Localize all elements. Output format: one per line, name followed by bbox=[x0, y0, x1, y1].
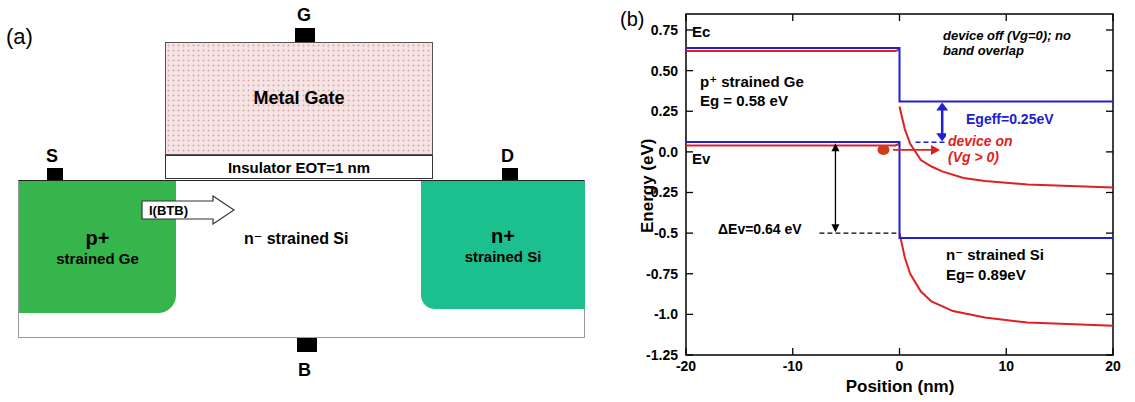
arrowhead bbox=[931, 145, 940, 155]
annotation: Ev bbox=[692, 150, 710, 167]
source-terminal bbox=[47, 168, 63, 180]
leader-arrow bbox=[893, 149, 932, 151]
body-terminal bbox=[297, 338, 317, 352]
x-tick bbox=[685, 14, 686, 21]
x-tick bbox=[1006, 348, 1007, 355]
y-tick bbox=[1106, 232, 1113, 233]
panel-label: (a) bbox=[6, 24, 33, 49]
drain-terminal bbox=[502, 168, 518, 180]
y-tick bbox=[1106, 354, 1113, 355]
x-tick-label: -20 bbox=[676, 358, 696, 374]
y-tick bbox=[1106, 70, 1113, 71]
region-material: strained Ge bbox=[56, 250, 139, 267]
region-material: strained Si bbox=[465, 248, 542, 265]
plot-frame bbox=[686, 14, 1113, 355]
arrowhead bbox=[831, 143, 839, 151]
x-tick-label: -10 bbox=[783, 358, 803, 374]
axis-title: Energy (eV) bbox=[638, 139, 658, 233]
y-tick bbox=[1106, 314, 1113, 315]
y-tick-label: 0.50 bbox=[651, 63, 678, 79]
dimension-arrow bbox=[941, 109, 944, 136]
y-tick-label: 0.25 bbox=[651, 103, 678, 119]
region-label: n⁻ strained Si bbox=[244, 229, 348, 248]
x-tick bbox=[1112, 348, 1113, 355]
terminal-label: S bbox=[46, 146, 58, 167]
si-conduction-band-on bbox=[900, 106, 1114, 187]
annotation: Eg = 0.58 eV bbox=[700, 92, 788, 109]
region-label: Insulator EOT=1 nm bbox=[228, 159, 370, 176]
annotation: Ec bbox=[692, 23, 710, 40]
x-tick bbox=[792, 14, 793, 21]
y-tick bbox=[1106, 111, 1113, 112]
dashed-guide bbox=[819, 232, 896, 233]
valence-band-off bbox=[686, 142, 1113, 238]
x-tick bbox=[899, 14, 900, 21]
region-label: I(BTB) bbox=[149, 203, 188, 218]
semiconductor-body: n⁻ strained Si p+strained Ge I(BTB) n+strai… bbox=[18, 180, 585, 338]
metal-gate: Metal Gate bbox=[165, 42, 433, 155]
y-tick bbox=[686, 70, 693, 71]
x-tick bbox=[685, 348, 686, 355]
terminal-label: B bbox=[298, 360, 311, 381]
annotation: device off (Vg=0); no band overlap bbox=[943, 29, 1103, 59]
y-tick bbox=[1106, 273, 1113, 274]
ge-valence-band-on bbox=[686, 144, 900, 146]
y-tick-label: -0.5 bbox=[654, 225, 678, 241]
x-tick bbox=[1006, 14, 1007, 21]
y-tick bbox=[686, 151, 693, 152]
si-valence-band-on bbox=[900, 233, 1114, 326]
arrowhead bbox=[936, 103, 948, 111]
x-tick bbox=[1112, 14, 1113, 21]
annotation: p⁺ strained Ge bbox=[700, 73, 804, 90]
annotation: ΔEv=0.64 eV bbox=[718, 221, 802, 237]
gate-insulator: Insulator EOT=1 nm bbox=[165, 155, 433, 179]
y-tick bbox=[686, 29, 693, 30]
y-tick bbox=[1106, 29, 1113, 30]
x-tick bbox=[899, 348, 900, 355]
y-tick-label: -0.75 bbox=[646, 266, 678, 282]
y-tick bbox=[1106, 192, 1113, 193]
x-tick-label: 10 bbox=[998, 358, 1014, 374]
region-label: p+ bbox=[86, 227, 110, 250]
terminal-label: D bbox=[501, 146, 514, 167]
annotation: n⁻ strained Si bbox=[946, 246, 1044, 263]
y-tick bbox=[686, 314, 693, 315]
y-tick bbox=[686, 273, 693, 274]
terminal-label: G bbox=[297, 5, 311, 26]
region-label: Metal Gate bbox=[253, 88, 344, 109]
arrowhead bbox=[831, 224, 839, 232]
tunnel-current-arrow: I(BTB) bbox=[141, 195, 235, 225]
y-tick-label: -1.0 bbox=[654, 306, 678, 322]
y-tick bbox=[686, 354, 693, 355]
electron-dot bbox=[877, 145, 889, 155]
annotation: Egeff=0.25eV bbox=[966, 111, 1054, 127]
x-tick-label: 0 bbox=[896, 358, 904, 374]
ge-conduction-band-on bbox=[686, 50, 900, 52]
annotation: Eg= 0.89eV bbox=[946, 266, 1026, 283]
y-tick bbox=[686, 111, 693, 112]
y-tick-label: 0.75 bbox=[651, 22, 678, 38]
y-tick-label: -1.25 bbox=[646, 347, 678, 363]
y-tick bbox=[686, 232, 693, 233]
y-tick bbox=[1106, 151, 1113, 152]
gate-terminal bbox=[295, 28, 315, 42]
annotation: device on (Vg > 0) bbox=[946, 133, 1034, 165]
dimension-arrow bbox=[835, 150, 836, 225]
band-diagram bbox=[686, 14, 1113, 355]
axis-title: Position (nm) bbox=[846, 377, 955, 397]
panel-label: (b) bbox=[620, 8, 644, 31]
region-label: n+ bbox=[491, 225, 515, 248]
y-tick bbox=[686, 192, 693, 193]
drain-region: n+strained Si bbox=[421, 181, 585, 309]
y-tick-label: 0.0 bbox=[659, 144, 678, 160]
x-tick-label: 20 bbox=[1105, 358, 1121, 374]
x-tick bbox=[792, 348, 793, 355]
